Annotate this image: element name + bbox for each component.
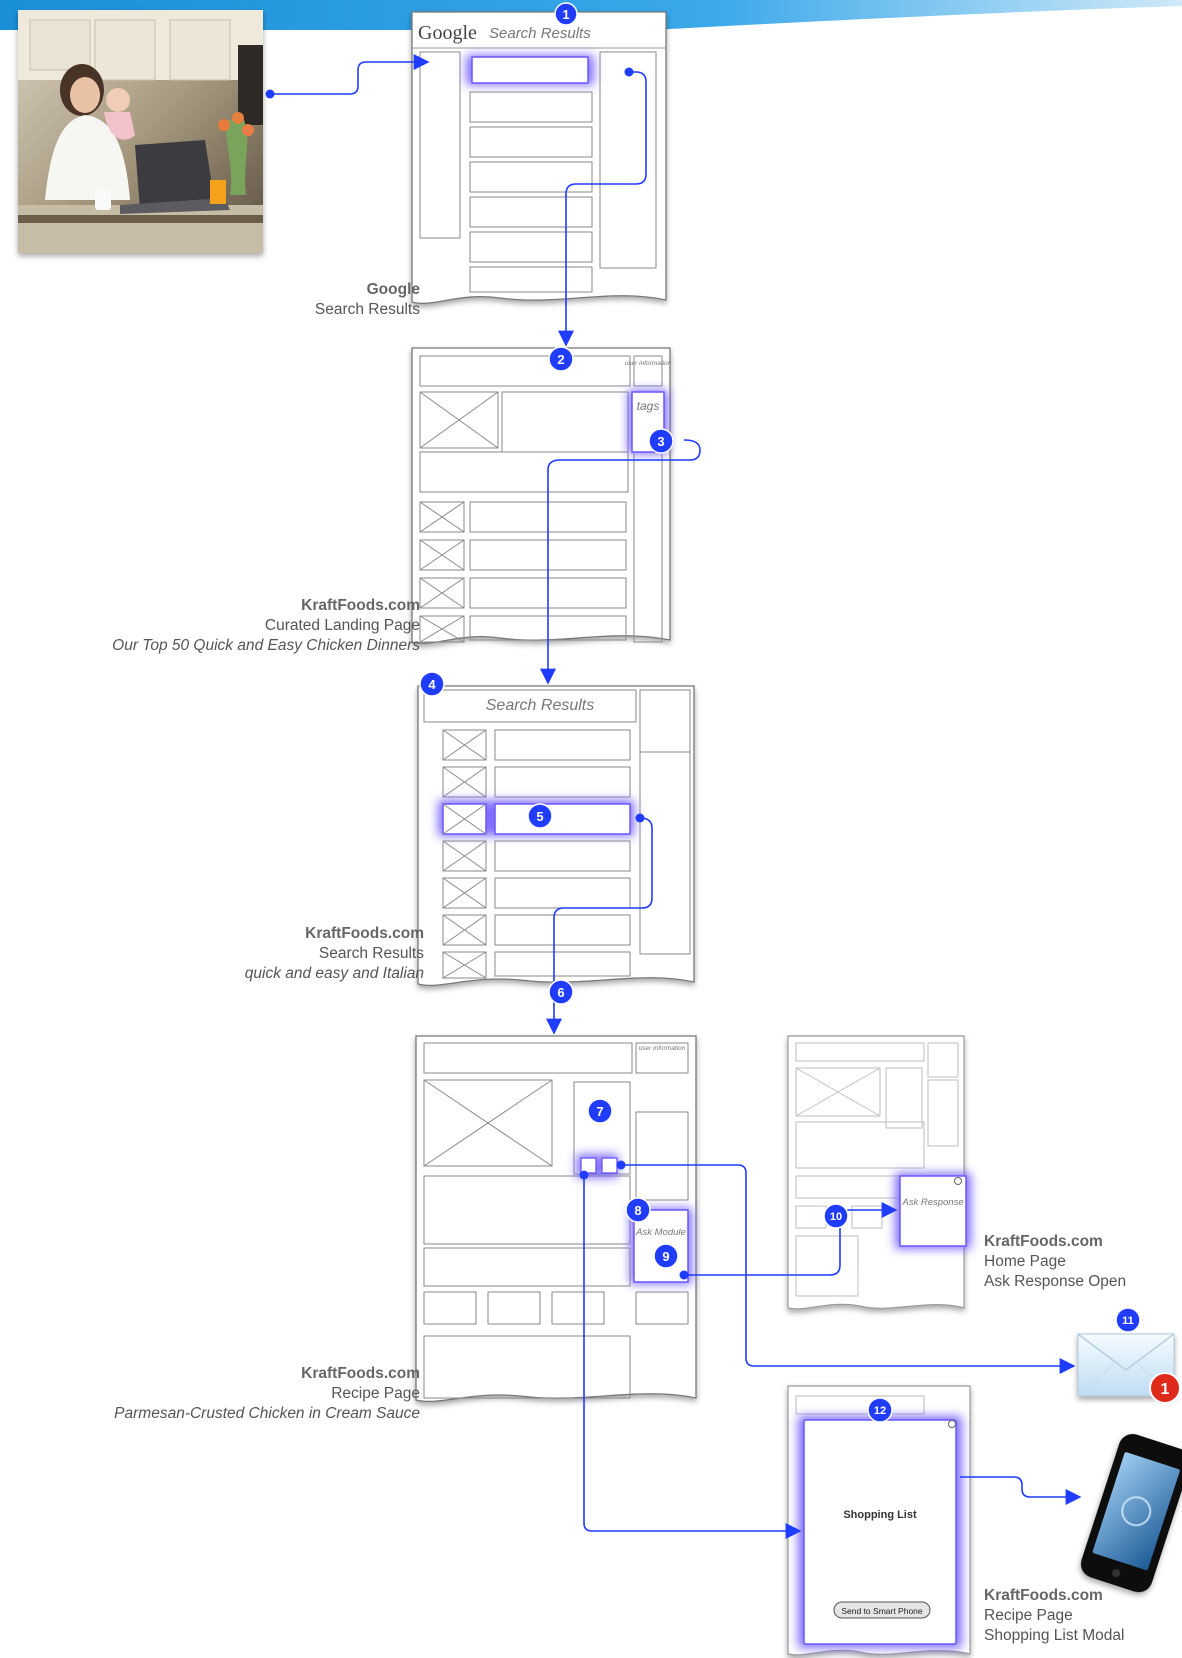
caption-title: KraftFoods.com <box>301 1365 420 1382</box>
caption-title: Google <box>366 281 420 298</box>
caption-title: KraftFoods.com <box>305 925 424 942</box>
svg-text:10: 10 <box>830 1211 842 1223</box>
flow-connectors <box>270 54 1082 1539</box>
image-placeholder <box>419 391 499 449</box>
step-badge-6 <box>548 979 574 1005</box>
shopping-list-button[interactable] <box>601 1157 618 1174</box>
caption-subtitle: Search Results <box>318 945 424 962</box>
page-home-ask-response: Ask Response <box>787 1035 971 1310</box>
search-result-row <box>469 91 593 123</box>
step-badge-11 <box>1115 1307 1141 1333</box>
step-badge-8 <box>625 1197 651 1223</box>
caption-title: KraftFoods.com <box>984 1587 1103 1604</box>
step-badge-9 <box>653 1243 679 1269</box>
connector-dots <box>265 67 689 1280</box>
send-to-smart-phone-label: Send to Smart Phone <box>841 1606 923 1616</box>
first-search-result[interactable] <box>471 56 589 84</box>
svg-text:3: 3 <box>657 434 664 449</box>
ask-module-label: Ask Module <box>635 1227 686 1238</box>
svg-text:7: 7 <box>596 1104 603 1119</box>
svg-text:1: 1 <box>562 7 569 22</box>
recipe-user-information-label: user information <box>639 1045 686 1052</box>
svg-text:12: 12 <box>874 1405 886 1417</box>
caption-italic: quick and easy and Italian <box>244 965 424 982</box>
shopping-list-title: Shopping List <box>843 1509 917 1521</box>
caption-detail: Shopping List Modal <box>984 1627 1125 1644</box>
caption-shopping-list-modal: KraftFoods.com Recipe Page Shopping List… <box>984 1586 1124 1646</box>
svg-text:4: 4 <box>428 677 436 692</box>
caption-subtitle: Home Page <box>984 1253 1066 1270</box>
svg-text:5: 5 <box>536 809 543 824</box>
email-share-button[interactable] <box>580 1157 597 1174</box>
ask-module[interactable] <box>633 1209 689 1283</box>
caption-italic: Parmesan-Crusted Chicken in Cream Sauce <box>114 1405 420 1422</box>
google-logo: Google <box>418 22 477 44</box>
recipe-image-placeholder <box>423 1079 553 1167</box>
page-shopping-list-modal: Shopping List Send to Smart Phone <box>787 1385 971 1656</box>
step-badge-4 <box>419 671 445 697</box>
page-recipe: user information Ask Module <box>415 1035 697 1403</box>
step-badge-1 <box>554 2 578 26</box>
caption-curated-landing: KraftFoods.com Curated Landing Page Our … <box>112 596 420 656</box>
search-result-row <box>469 126 593 158</box>
search-result-row <box>469 266 593 293</box>
step-badge-3 <box>648 428 674 454</box>
caption-title: KraftFoods.com <box>984 1233 1103 1250</box>
step-badge-2 <box>548 346 574 372</box>
step-badges: 1 2 3 4 5 6 7 8 9 10 11 12 <box>419 2 1141 1423</box>
smartphone-icon <box>1080 1433 1182 1593</box>
caption-subtitle: Recipe Page <box>331 1385 420 1402</box>
selected-result-row[interactable] <box>494 803 631 835</box>
tags-label: tags <box>637 399 660 413</box>
svg-text:8: 8 <box>634 1203 641 1218</box>
step-badge-5 <box>527 803 553 829</box>
svg-text:9: 9 <box>662 1249 669 1264</box>
caption-google: Google Search Results <box>315 280 420 320</box>
caption-subtitle: Curated Landing Page <box>264 617 420 634</box>
caption-subtitle: Recipe Page <box>984 1607 1073 1624</box>
step-badge-12 <box>867 1397 893 1423</box>
send-to-smart-phone-button[interactable] <box>833 1601 931 1619</box>
caption-subtitle: Search Results <box>314 301 420 318</box>
photo-woman-laptop <box>18 10 263 253</box>
page-google-search: Google Search Results <box>411 11 667 304</box>
search-result-row <box>469 196 593 228</box>
ask-response-popup[interactable] <box>899 1175 967 1247</box>
svg-text:6: 6 <box>557 985 564 1000</box>
user-information-label: user information <box>625 360 672 367</box>
caption-search-results: KraftFoods.com Search Results quick and … <box>245 924 424 984</box>
caption-title: KraftFoods.com <box>301 597 420 614</box>
step-badge-10 <box>823 1203 849 1229</box>
modal-close-icon[interactable] <box>948 1420 956 1428</box>
search-result-row <box>469 231 593 263</box>
ask-response-label: Ask Response <box>901 1197 963 1208</box>
close-icon[interactable] <box>954 1177 962 1185</box>
caption-recipe-page: KraftFoods.com Recipe Page Parmesan-Crus… <box>114 1364 420 1424</box>
caption-detail: Ask Response Open <box>984 1273 1127 1290</box>
svg-text:2: 2 <box>557 352 564 367</box>
notification-badge-icon: 1 <box>1149 1372 1181 1404</box>
search-result-row <box>469 161 593 193</box>
step-badge-7 <box>587 1098 613 1124</box>
caption-italic: Our Top 50 Quick and Easy Chicken Dinner… <box>112 637 420 654</box>
google-header-text: Search Results <box>489 25 591 42</box>
caption-home-ask-response: KraftFoods.com Home Page Ask Response Op… <box>984 1232 1126 1292</box>
page-curated-landing: user information tags <box>411 347 672 644</box>
search-results-header: Search Results <box>486 697 595 714</box>
notification-count: 1 <box>1161 1381 1170 1398</box>
svg-text:11: 11 <box>1122 1315 1134 1327</box>
